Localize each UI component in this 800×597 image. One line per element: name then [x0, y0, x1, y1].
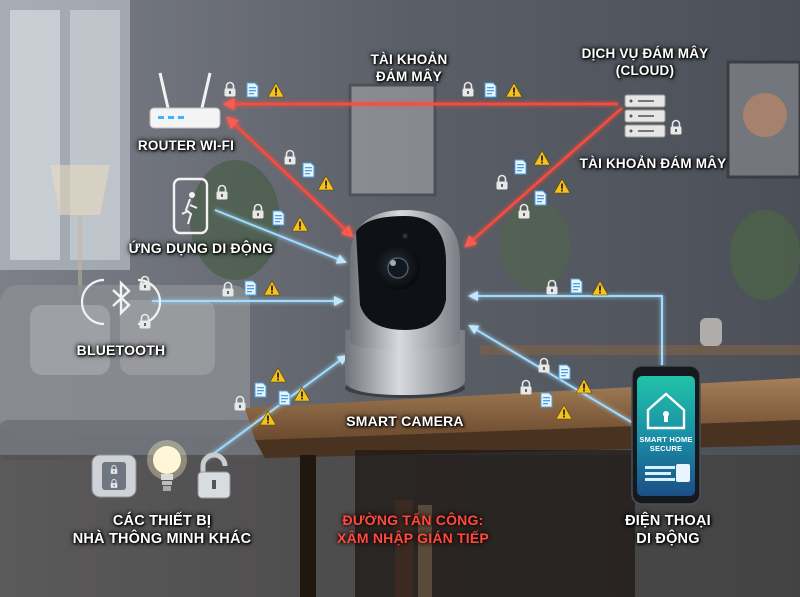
- cloud-account-top-label: TÀI KHOẢN ĐÁM MÂY: [354, 52, 464, 86]
- phone-line1: ĐIỆN THOẠI: [625, 513, 711, 529]
- cloud-service-label: DỊCH VỤ ĐÁM MÂY (CLOUD): [570, 46, 720, 80]
- phone-app-icon[interactable]: [172, 177, 209, 235]
- bluetooth-icon[interactable]: [80, 275, 162, 330]
- attack-path-label: ĐƯỜNG TẤN CÔNG: XÂM NHẬP GIÁN TIẾP: [328, 512, 498, 547]
- phone-screen-line1: SMART HOME: [639, 435, 693, 444]
- phone-line2: DI ĐỘNG: [636, 531, 700, 548]
- smart-lock-icon[interactable]: [91, 454, 137, 498]
- bluetooth-text: BLUETOOTH: [76, 342, 166, 358]
- app-to-camera-line: [214, 209, 347, 264]
- attack-path-line2: XÂM NHẬP GIÁN TIẾP: [337, 529, 489, 546]
- other-devices-line1: CÁC THIẾT BỊ: [112, 513, 212, 529]
- bluetooth-label: BLUETOOTH: [66, 342, 176, 360]
- mobile-app-label: ỨNG DỤNG DI ĐỘNG: [126, 240, 276, 258]
- smartphone-icon[interactable]: [631, 365, 701, 505]
- devices-to-camera-line: [204, 354, 348, 461]
- cloud-account-top-line2: ĐÁM MÂY: [376, 68, 442, 84]
- server-icon[interactable]: [624, 94, 683, 138]
- phone-to-camera-upper-line: [468, 291, 663, 370]
- phone-screen-label: SMART HOME SECURE: [636, 435, 696, 454]
- cloud-service-line1: DỊCH VỤ ĐÁM MÂY: [581, 46, 709, 61]
- other-devices-line2: NHÀ THÔNG MINH KHÁC: [72, 531, 252, 548]
- mobile-app-text: ỨNG DỤNG DI ĐỘNG: [128, 240, 274, 256]
- connection-paths: [152, 209, 663, 461]
- padlock-icon[interactable]: [197, 452, 231, 499]
- smart-camera-text: SMART CAMERA: [346, 413, 464, 429]
- router-label: ROUTER WI-FI: [126, 138, 246, 155]
- smart-camera-label: SMART CAMERA: [330, 413, 480, 431]
- other-devices-label: CÁC THIẾT BỊ NHÀ THÔNG MINH KHÁC: [62, 512, 262, 548]
- router-text: ROUTER WI-FI: [137, 138, 235, 153]
- cloud-service-line2: (CLOUD): [615, 62, 675, 78]
- smart-camera-icon[interactable]: [345, 210, 465, 398]
- cloud-to-camera-line: [464, 107, 623, 248]
- cloud-account-right-label: TÀI KHOẢN ĐÁM MÂY: [573, 156, 733, 173]
- phone-screen-line2: SECURE: [649, 444, 683, 454]
- cloud-account-top-line1: TÀI KHOẢN: [370, 52, 448, 67]
- phone-label: ĐIỆN THOẠI DI ĐỘNG: [608, 512, 728, 548]
- attack-paths: [222, 98, 623, 248]
- cloud-account-right-text: TÀI KHOẢN ĐÁM MÂY: [579, 156, 727, 171]
- light-bulb-icon[interactable]: [147, 440, 187, 491]
- router-to-camera-line: [226, 116, 354, 238]
- router-icon[interactable]: [149, 72, 221, 129]
- attack-path-line1: ĐƯỜNG TẤN CÔNG:: [342, 512, 484, 528]
